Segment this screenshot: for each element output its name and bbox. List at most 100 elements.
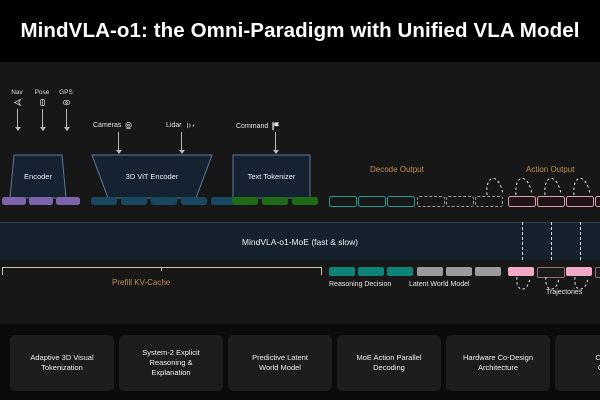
token-chip-text-1 — [232, 197, 258, 205]
feature-cards: Adaptive 3D Visual Tokenization System-2… — [0, 324, 600, 400]
sensor-gps: GPS — [51, 88, 81, 108]
gps-icon — [51, 97, 81, 108]
output-chip-reasoning-3 — [387, 267, 413, 276]
latent-world-model-caption: Latent World Model — [409, 281, 470, 288]
sensor-pose-label: Pose — [34, 89, 50, 96]
input-cameras: Cameras — [93, 121, 133, 130]
feature-card-3-line2: Decoding — [373, 363, 405, 372]
camera-icon — [124, 121, 133, 130]
vit-encoder-block-label: 3D ViT Encoder — [125, 172, 179, 181]
prefill-bracket — [2, 267, 322, 275]
prefill-kv-cache-label: Prefill KV-Cache — [112, 278, 171, 287]
decode-chip-reason-3 — [387, 196, 415, 207]
feature-card-4-line2: Architecture — [477, 363, 519, 372]
input-lidar-arrow — [178, 132, 185, 154]
decode-output-label: Decode Output — [370, 165, 424, 174]
sensor-gps-arrow — [63, 109, 70, 131]
sensor-nav-arrow — [14, 109, 21, 131]
input-command-arrow — [272, 132, 279, 154]
moe-divider-3 — [580, 222, 581, 260]
decode-chip-reason-2 — [358, 196, 386, 207]
decode-chip-latent-3 — [475, 196, 503, 207]
sensor-pose: Pose — [27, 88, 57, 108]
action-chip-3 — [566, 196, 594, 207]
moe-backbone-label: MindVLA-o1-MoE (fast & slow) — [241, 237, 359, 247]
token-chip-pose — [29, 197, 53, 205]
token-chip-vision-3 — [151, 197, 177, 205]
text-tokenizer-block-label: Text Tokenizer — [247, 172, 296, 181]
lidar-icon — [185, 121, 196, 130]
input-lidar-label: Lidar — [166, 122, 182, 129]
feature-card-4-text: Hardware Co-Design Architecture — [463, 353, 533, 373]
feature-card-3-text: MoE Action Parallel Decoding — [356, 353, 421, 373]
vit-encoder-block[interactable]: 3D ViT Encoder — [91, 154, 213, 199]
feature-card-2-text: Predictive Latent World Model — [252, 353, 308, 373]
output-chip-traj-4 — [595, 267, 600, 278]
token-chip-text-2 — [262, 197, 288, 205]
flag-icon — [271, 121, 281, 131]
prefill-bracket-tick — [161, 267, 162, 271]
sensor-nav-label: Nav — [11, 89, 23, 96]
feature-card-0-line1: Adaptive 3D Visual — [30, 353, 94, 362]
feature-card-0-text: Adaptive 3D Visual Tokenization — [30, 353, 93, 373]
action-chip-1 — [508, 196, 536, 207]
decode-chip-latent-2 — [446, 196, 474, 207]
action-chip-2 — [537, 196, 565, 207]
output-chip-traj-3 — [566, 267, 592, 276]
encoder-block-label: Encoder — [24, 172, 52, 181]
output-chip-traj-1 — [508, 267, 534, 276]
sensor-nav: Nav — [2, 88, 32, 108]
output-chip-reasoning-2 — [358, 267, 384, 276]
feature-card-1-line1: System-2 Explicit — [142, 348, 200, 357]
feature-card-5-text: Closed Gene — [595, 353, 600, 373]
feature-card-5-line1: Closed — [595, 353, 600, 362]
feature-card-0[interactable]: Adaptive 3D Visual Tokenization — [10, 335, 114, 391]
feature-card-2-line2: World Model — [259, 363, 301, 372]
encoder-block[interactable]: Encoder — [9, 154, 67, 199]
feature-card-1[interactable]: System-2 Explicit Reasoning & Explanatio… — [119, 335, 223, 391]
input-cameras-arrow — [115, 132, 122, 154]
title-band: MindVLA-o1: the Omni-Paradigm with Unifi… — [0, 0, 600, 62]
output-chip-latent-3 — [475, 267, 501, 276]
action-output-label: Action Output — [526, 165, 575, 174]
token-chip-vision-1 — [91, 197, 117, 205]
feature-card-2-line1: Predictive Latent — [252, 353, 308, 362]
output-chip-latent-2 — [446, 267, 472, 276]
feature-card-5-line2: Gene — [598, 363, 600, 372]
output-strip: Prefill KV-Cache Reasoning Decision Late… — [0, 260, 600, 324]
reasoning-decision-caption: Reasoning Decision — [329, 281, 392, 288]
input-command: Command — [236, 121, 281, 131]
moe-divider-1 — [522, 222, 523, 260]
trajectories-caption: Trajectories — [546, 289, 583, 296]
feature-card-4[interactable]: Hardware Co-Design Architecture — [446, 335, 550, 391]
output-chip-reasoning-1 — [329, 267, 355, 276]
feature-card-2[interactable]: Predictive Latent World Model — [228, 335, 332, 391]
feature-card-0-line2: Tokenization — [41, 363, 83, 372]
moe-divider-2 — [551, 222, 552, 260]
output-chip-latent-1 — [417, 267, 443, 276]
sensor-pose-arrow — [39, 109, 46, 131]
navigation-icon — [2, 97, 32, 108]
pose-icon — [27, 97, 57, 108]
token-chip-vision-5 — [211, 197, 237, 205]
feature-card-5[interactable]: Closed Gene — [555, 335, 600, 391]
feature-card-4-line1: Hardware Co-Design — [462, 353, 534, 362]
feature-card-3-line1: MoE Action Parallel — [356, 353, 422, 362]
feature-card-1-line2: Reasoning & — [149, 358, 193, 367]
page-title: MindVLA-o1: the Omni-Paradigm with Unifi… — [20, 19, 580, 42]
feature-card-1-line3: Explanation — [151, 368, 191, 377]
input-lidar: Lidar — [166, 121, 196, 130]
token-chip-nav — [2, 197, 26, 205]
token-chip-vision-4 — [181, 197, 207, 205]
output-chip-traj-2 — [537, 267, 565, 278]
token-chip-vision-2 — [121, 197, 147, 205]
token-chip-gps — [56, 197, 80, 205]
decode-chip-latent-1 — [417, 196, 445, 207]
token-chip-text-3 — [292, 197, 318, 205]
decode-chip-reason-1 — [329, 196, 357, 207]
sensor-gps-label: GPS — [59, 89, 73, 96]
feature-card-3[interactable]: MoE Action Parallel Decoding — [337, 335, 441, 391]
action-chip-4 — [595, 196, 600, 207]
text-tokenizer-block[interactable]: Text Tokenizer — [232, 154, 311, 199]
